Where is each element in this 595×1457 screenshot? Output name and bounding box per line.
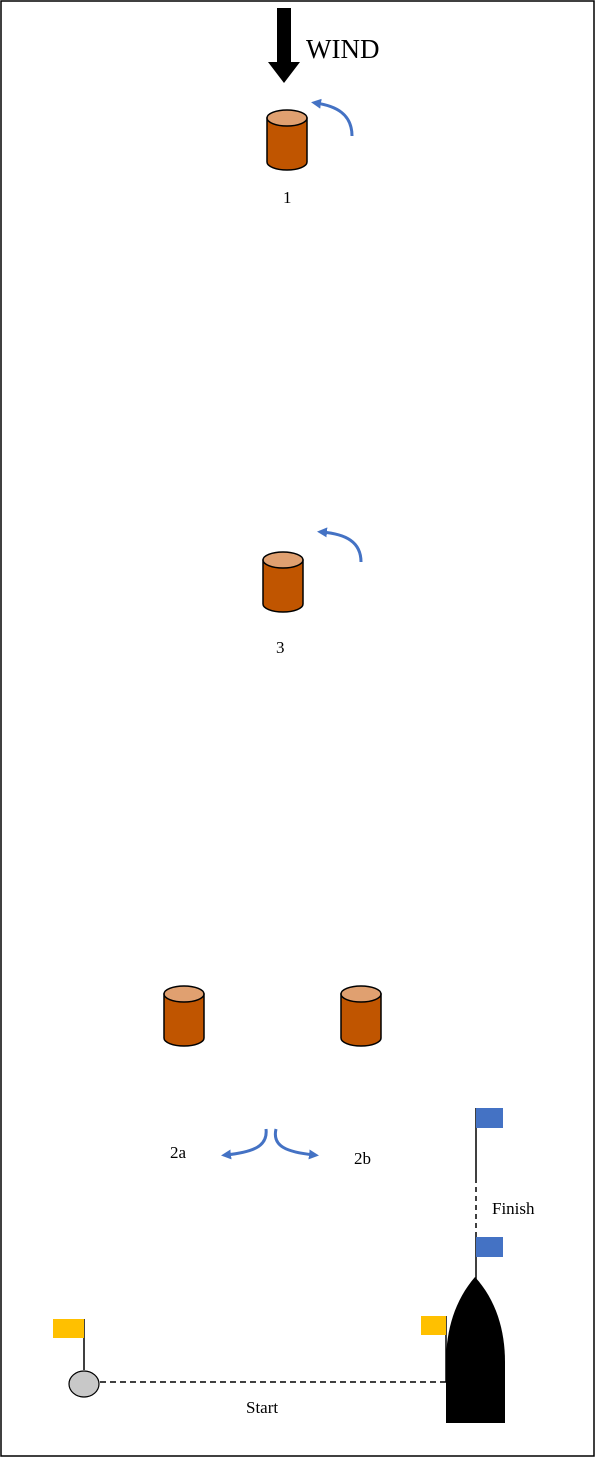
mark-2b-label: 2b: [354, 1149, 371, 1168]
wind-label: WIND: [306, 34, 379, 64]
mark-1-label: 1: [283, 188, 292, 207]
flag-icon: [476, 1237, 503, 1257]
mark-2a-label: 2a: [170, 1143, 187, 1162]
down-arrow-icon: [268, 8, 300, 83]
cylinder-buoy-icon: [164, 986, 204, 1046]
curved-arrow-icon: [322, 532, 361, 562]
start-line: Start: [53, 1316, 446, 1417]
gate-marks: 2a 2b: [164, 986, 381, 1168]
start-label: Start: [246, 1398, 278, 1417]
finish-label: Finish: [492, 1199, 535, 1218]
flag-icon: [476, 1108, 503, 1128]
cylinder-buoy-icon: [267, 110, 307, 170]
flag-icon: [53, 1319, 84, 1338]
pin-buoy-icon: [69, 1371, 99, 1397]
mark-3: 3: [263, 532, 361, 657]
curved-arrow-icon: [316, 103, 352, 136]
mark-3-label: 3: [276, 638, 285, 657]
cylinder-buoy-icon: [341, 986, 381, 1046]
committee-boat-icon: [446, 1277, 505, 1423]
wind-indicator: WIND: [268, 8, 379, 83]
cylinder-buoy-icon: [263, 552, 303, 612]
mark-1: 1: [267, 103, 352, 207]
curved-arrow-icon: [275, 1129, 314, 1155]
flag-icon: [421, 1316, 446, 1335]
curved-arrow-icon: [226, 1129, 266, 1155]
finish-line: Finish: [476, 1108, 535, 1283]
